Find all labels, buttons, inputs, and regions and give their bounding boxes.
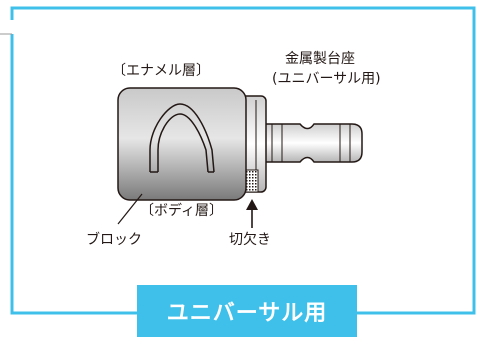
notch-arrow-head [246,199,258,210]
label-metal-base-universal: (ユニバーサル用) [272,71,381,87]
label-enamel-layer: 〔エナメル層〕 [112,63,210,79]
frame-border-left [10,34,137,315]
universal-badge-text: ユニバーサル用 [166,301,328,326]
ceramic-block [117,87,247,201]
label-notch: 切欠き [229,232,271,248]
frame-border [10,6,476,315]
universal-badge: ユニバーサル用 [137,285,357,337]
metal-shaft [261,123,363,163]
label-block: ブロック [86,232,142,248]
label-body-layer: 〔ボディ層〕 [140,203,224,219]
block-leader-line [117,193,143,225]
label-metal-base: 金属製台座 [285,51,355,67]
